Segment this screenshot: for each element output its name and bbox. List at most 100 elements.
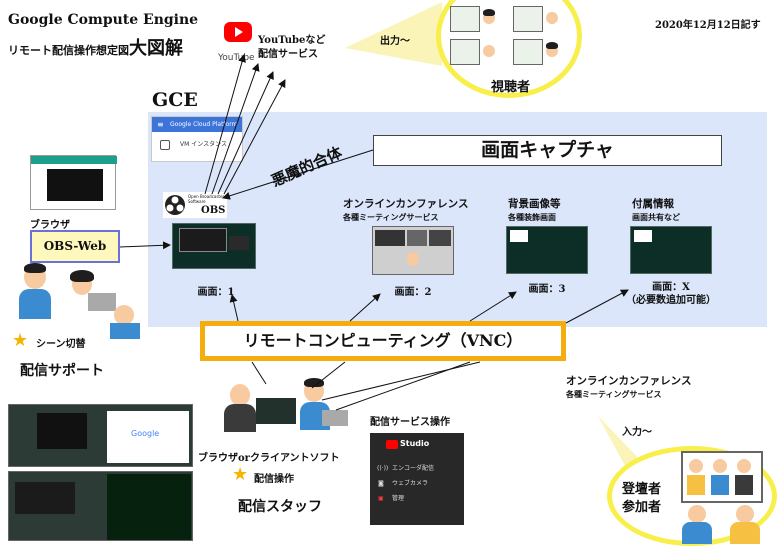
studio-item-label: エンコーダ配信	[392, 465, 435, 472]
output-label: 出力〜	[380, 36, 410, 47]
obs-small-text: Open Broadcaster Software	[188, 194, 225, 204]
browser-label: ブラウザ	[30, 220, 70, 231]
viewer-cam	[513, 6, 543, 32]
input-label: 入力〜	[622, 427, 652, 438]
vnc-box: リモートコンピューティング（VNC）	[200, 321, 566, 361]
staff-monitor	[256, 398, 296, 424]
header-title: Google Compute Engine	[8, 12, 199, 28]
youtube-icon	[386, 440, 398, 449]
conference-screen[interactable]	[372, 226, 454, 275]
studio-item-label: ウェブカメラ	[392, 480, 429, 487]
viewers-label: 視聴者	[491, 80, 531, 95]
capture3-sub: 各種装飾画面	[508, 212, 556, 222]
support-people-illustration	[14, 263, 146, 340]
gcp-console-snippet[interactable]: ≡ Google Cloud Platform VM インスタンス	[151, 116, 243, 162]
screen1-label: 画面：1	[197, 287, 235, 298]
output-beam	[345, 2, 442, 66]
gcp-console-bar: ≡ Google Cloud Platform	[152, 117, 242, 132]
info-screen[interactable]	[630, 226, 712, 274]
gcp-console-row-text: VM インスタンス	[180, 141, 227, 148]
browser-screenshot	[30, 155, 117, 210]
star-icon: ★	[12, 330, 29, 351]
staff-person-hair	[304, 378, 324, 387]
laptop-icon	[88, 293, 116, 311]
chip-icon	[160, 140, 170, 150]
background-screen[interactable]	[506, 226, 588, 274]
desktop-window	[37, 413, 87, 449]
studio-title: Studio	[400, 439, 430, 448]
presenter-body	[687, 475, 705, 495]
desktop-screenshot-bottom	[8, 471, 193, 541]
youtube-logo	[224, 22, 252, 42]
capturex-screen-label2: （必要数追加可能）	[626, 295, 716, 306]
support-person-body	[19, 289, 51, 319]
input-conf-title: オンラインカンファレンス	[566, 375, 692, 387]
viewers-grid	[450, 6, 562, 68]
obs-panel	[229, 236, 249, 250]
presenters-line2: 参加者	[622, 500, 662, 515]
support-person-body	[110, 323, 140, 339]
viewer-avatar	[483, 45, 495, 57]
capturex-screen-label: 画面：X	[652, 282, 690, 293]
presenter-avatar	[737, 459, 751, 473]
broadcast-icon: ((·))	[377, 465, 389, 472]
presenter-body	[682, 522, 712, 544]
calendar-icon: ▣	[378, 495, 384, 502]
staff-person-body	[224, 404, 256, 432]
capturex-sub: 画面共有など	[632, 212, 680, 222]
gcp-console-row[interactable]: VM インスタンス	[152, 132, 242, 158]
youtube-logo-text: YouTube	[218, 53, 255, 63]
presenter-avatar	[689, 459, 703, 473]
support-label: 配信サポート	[20, 363, 104, 379]
capture-title-box: 画面キャプチャ	[373, 135, 722, 166]
obs-preview	[179, 228, 227, 252]
menu-icon[interactable]: ≡	[157, 120, 164, 129]
gcp-console-bar-text: Google Cloud Platform	[170, 121, 238, 128]
capture3-title: 背景画像等	[508, 198, 561, 210]
desktop-window	[15, 482, 75, 514]
conference-tile	[429, 230, 451, 246]
viewer-hair	[546, 42, 558, 49]
staff-to-studio-line	[335, 361, 471, 411]
obs-web-label: OBS-Web	[43, 239, 107, 253]
capture2-title: オンラインカンファレンス	[343, 198, 469, 210]
gce-label: GCE	[152, 89, 198, 111]
viewer-hair	[483, 9, 495, 16]
header-subtitle-prefix: リモート配信操作想定図	[8, 44, 129, 57]
presenter-avatar	[736, 505, 754, 523]
staff-label: 配信スタッフ	[238, 499, 322, 515]
presenter-body	[735, 475, 753, 495]
conference-tile	[375, 230, 405, 246]
obs-screen[interactable]	[172, 223, 256, 269]
presenters-monitor	[681, 451, 763, 503]
capturex-title: 付属情報	[632, 198, 674, 210]
viewer-cam	[513, 39, 543, 65]
google-window: Google	[107, 411, 189, 463]
obs-icon	[165, 195, 185, 215]
presenter-body	[711, 475, 729, 495]
camera-icon: ◙	[378, 480, 384, 487]
support-person-head	[114, 305, 134, 325]
google-logo: Google	[131, 429, 160, 438]
capture3-screen-label: 画面：3	[528, 284, 566, 295]
obs-logo: Open Broadcaster Software OBS	[163, 192, 227, 218]
conference-tile	[407, 230, 427, 246]
capture2-sub: 各種ミーティングサービス	[343, 212, 439, 222]
staff-illustration	[222, 378, 352, 434]
presenter-body	[730, 522, 760, 544]
studio-section-label: 配信サービス操作	[370, 417, 450, 428]
capture2-screen-label: 画面：2	[394, 287, 432, 298]
support-person-hair	[24, 263, 46, 273]
studio-item-webcam[interactable]: ◙ ウェブカメラ	[370, 476, 464, 491]
youtube-service-line2: 配信サービス	[258, 49, 318, 60]
support-person-hair	[70, 270, 94, 282]
studio-item-encoder[interactable]: ((·)) エンコーダ配信	[370, 461, 464, 476]
viewer-cam	[450, 39, 480, 65]
studio-item-label: 管理	[392, 495, 405, 502]
presenter-avatar	[713, 459, 727, 473]
input-conf-sub: 各種ミーティングサービス	[566, 389, 662, 399]
play-icon	[235, 27, 243, 37]
vnc-label: リモートコンピューティング（VNC）	[243, 331, 523, 350]
studio-item-manage[interactable]: ▣ 管理	[370, 491, 464, 506]
terminal-window	[107, 474, 191, 540]
